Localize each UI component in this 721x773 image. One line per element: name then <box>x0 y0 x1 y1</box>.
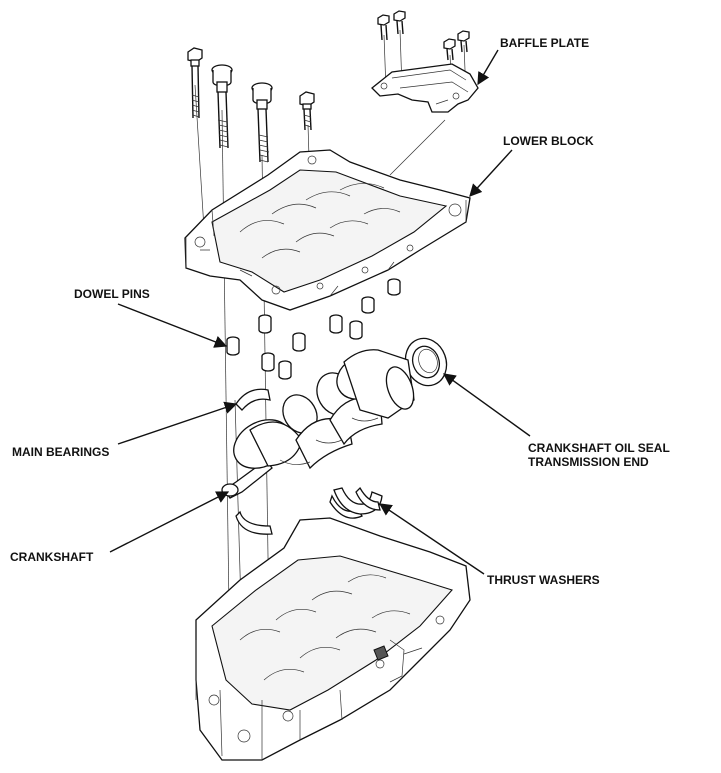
small-bolt-3 <box>443 38 456 61</box>
label-main-bearings: MAIN BEARINGS <box>12 445 109 459</box>
arrow-oil-seal <box>442 373 531 437</box>
bolt-2 <box>211 64 233 149</box>
label-oil-seal-line2: TRANSMISSION END <box>528 455 649 469</box>
arrow-crankshaft <box>109 491 230 553</box>
arrow-dowel-pins <box>117 303 228 348</box>
bolt-3 <box>251 82 273 163</box>
crankshaft <box>221 349 415 499</box>
dowel-pins <box>226 278 401 380</box>
crankshaft-oil-seal <box>404 337 448 387</box>
labels: BAFFLE PLATE LOWER BLOCK DOWEL PINS MAIN… <box>10 36 670 587</box>
label-oil-seal-line1: CRANKSHAFT OIL SEAL <box>528 441 670 455</box>
small-bolt-4 <box>457 30 470 53</box>
long-bolts <box>187 47 315 163</box>
label-thrust-washers: THRUST WASHERS <box>487 573 600 587</box>
lower-main-bearing <box>235 510 273 535</box>
label-lower-block: LOWER BLOCK <box>503 134 594 148</box>
label-baffle-plate: BAFFLE PLATE <box>500 36 589 50</box>
upper-main-bearing <box>235 388 271 411</box>
arrow-lower-block <box>469 149 513 197</box>
leader-arrows <box>109 49 531 575</box>
small-bolt-2 <box>393 10 406 35</box>
arrow-thrust-washers <box>378 503 485 575</box>
baffle-plate <box>371 63 479 113</box>
thrust-washers <box>329 486 383 519</box>
arrow-main-bearings <box>117 401 238 445</box>
small-bolt-1 <box>377 14 390 41</box>
lower-block <box>184 149 471 311</box>
bolt-4 <box>299 91 315 131</box>
arrow-baffle-plate <box>477 49 499 86</box>
bolt-1 <box>187 47 203 119</box>
label-crankshaft: CRANKSHAFT <box>10 550 94 564</box>
label-dowel-pins: DOWEL PINS <box>74 287 150 301</box>
upper-block <box>195 517 471 761</box>
baffle-bolts <box>377 10 470 61</box>
